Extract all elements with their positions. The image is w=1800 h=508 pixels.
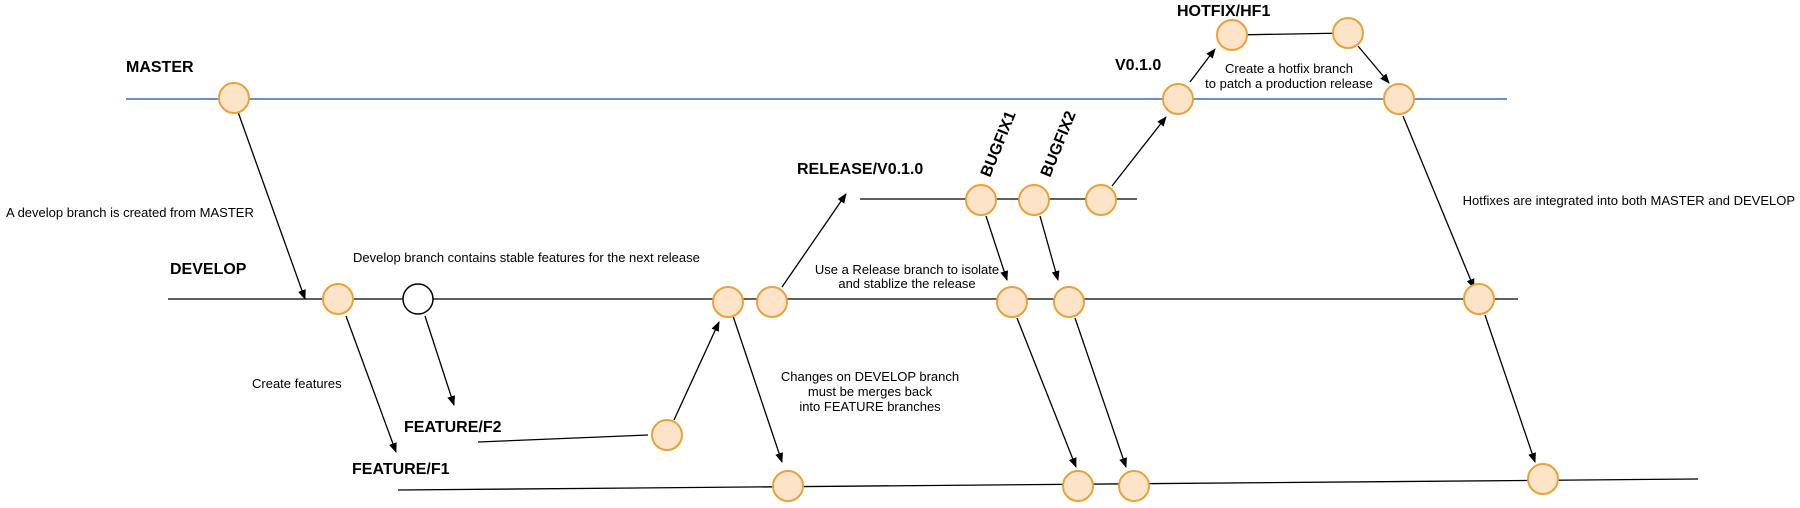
arrow-develop-to-feature-f1-bugfix1	[1016, 317, 1077, 468]
arrow-master-to-develop	[237, 111, 306, 300]
commit-release-final	[1085, 184, 1117, 216]
label-develop: DEVELOP	[170, 261, 247, 278]
arrow-develop-to-release	[781, 193, 847, 288]
commit-master-hotfix-merge	[1383, 83, 1415, 115]
label-hotfix: HOTFIX/HF1	[1177, 3, 1270, 20]
note-release-line2: and stablize the release	[838, 276, 975, 291]
commit-develop-release-start	[756, 286, 788, 318]
label-feature-f1: FEATURE/F1	[352, 461, 450, 478]
commit-bugfix1	[965, 184, 997, 216]
label-release: RELEASE/V0.1.0	[797, 161, 923, 178]
commit-develop-empty	[402, 283, 434, 315]
note-hotfix-line1: Create a hotfix branch	[1225, 61, 1353, 76]
feature-f1-branch-line	[397, 478, 1699, 491]
note-hotfix-integrated: Hotfixes are integrated into both MASTER…	[1463, 193, 1795, 208]
arrow-develop-to-feature-f1-sync	[732, 315, 783, 463]
note-changes-line3: into FEATURE branches	[799, 399, 941, 414]
commit-feature-f1-1	[772, 470, 804, 502]
arrow-develop-to-feature-f2	[424, 315, 456, 406]
arrow-master-to-hotfix	[1189, 48, 1216, 83]
commit-develop-bugfix1	[996, 286, 1028, 318]
commit-master-v010	[1162, 83, 1194, 115]
label-feature-f2: FEATURE/F2	[404, 419, 502, 436]
note-develop-created: A develop branch is created from MASTER	[6, 205, 254, 220]
commit-feature-f1-4	[1527, 463, 1559, 495]
commit-bugfix2	[1018, 184, 1050, 216]
commit-feature-f1-2	[1062, 470, 1094, 502]
note-hotfix-line2: to patch a production release	[1205, 76, 1373, 91]
arrow-develop-to-feature-f1-bugfix2	[1074, 317, 1127, 468]
label-version: V0.1.0	[1115, 57, 1161, 74]
note-develop-stable: Develop branch contains stable features …	[353, 250, 700, 265]
arrow-hotfix-to-master	[1357, 45, 1390, 84]
note-changes-line1: Changes on DEVELOP branch	[781, 369, 959, 384]
note-release-line1: Use a Release branch to isolate	[815, 262, 999, 277]
arrow-release-to-master	[1111, 116, 1167, 187]
commit-master-1	[218, 82, 250, 114]
commit-feature-f1-3	[1118, 470, 1150, 502]
feature-f2-branch-line	[477, 434, 649, 443]
commit-feature-f2	[651, 419, 683, 451]
arrow-bugfix2-to-develop	[1039, 215, 1060, 281]
arrow-develop-to-feature-f1-hotfix	[1484, 314, 1536, 463]
note-changes-line2: must be merges back	[808, 384, 933, 399]
arrow-feature-f2-to-develop	[673, 321, 720, 421]
commit-develop-1	[322, 283, 354, 315]
label-master: MASTER	[126, 59, 194, 76]
arrow-master-to-develop-hotfix	[1402, 115, 1475, 289]
commit-hotfix-2	[1332, 17, 1364, 49]
arrow-develop-to-feature-f1	[345, 315, 397, 453]
label-bugfix2: BUGFIX2	[1038, 109, 1080, 180]
commit-hotfix-1	[1216, 19, 1248, 51]
arrow-bugfix1-to-develop	[985, 215, 1008, 281]
note-create-features: Create features	[252, 376, 342, 391]
label-bugfix1: BUGFIX1	[978, 109, 1020, 180]
commit-develop-feature-merge	[712, 286, 744, 318]
hotfix-branch-line	[1231, 32, 1349, 36]
commit-develop-hotfix	[1463, 283, 1495, 315]
commit-develop-bugfix2	[1053, 286, 1085, 318]
